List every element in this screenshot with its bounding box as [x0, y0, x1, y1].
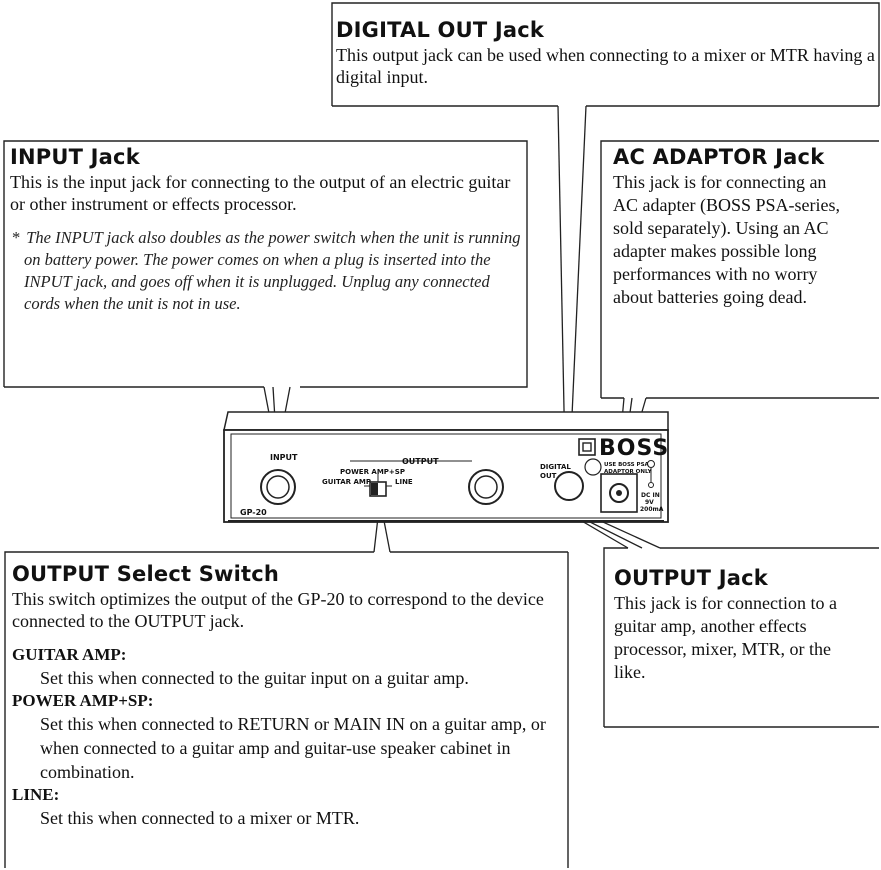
ac-adaptor-body: This jack is for connecting an AC adapte…	[613, 172, 840, 307]
output-jack-callout: OUTPUT Jack This jack is for connection …	[614, 566, 876, 724]
panel-dc-label-1: DC IN	[641, 492, 660, 499]
ac-adaptor-callout: AC ADAPTOR Jack This jack is for connect…	[613, 145, 877, 395]
option-term-guitar-amp: GUITAR AMP:	[12, 645, 127, 664]
panel-dc-label-3: 200mA	[640, 506, 664, 513]
input-note: *The INPUT jack also doubles as the powe…	[10, 227, 524, 315]
panel-adaptor-note-2: ADAPTOR ONLY	[604, 469, 653, 475]
panel-model-label: GP-20	[240, 508, 267, 517]
input-callout: INPUT Jack This is the input jack for co…	[10, 145, 524, 383]
digital-out-jack-icon	[554, 471, 584, 501]
panel-dc-label-2: 9V	[645, 499, 654, 506]
panel-output-label: OUTPUT	[402, 457, 439, 466]
panel-line-label: LINE	[395, 478, 413, 486]
option-term-power-amp: POWER AMP+SP:	[12, 691, 154, 710]
output-select-title: OUTPUT Select Switch	[12, 562, 280, 586]
ac-adaptor-title: AC ADAPTOR Jack	[613, 145, 825, 169]
input-title: INPUT Jack	[10, 145, 140, 169]
panel-adaptor-note-1: USE BOSS PSA	[604, 462, 650, 468]
option-term-line: LINE:	[12, 785, 60, 804]
input-body: This is the input jack for connecting to…	[10, 172, 511, 214]
output-select-body: This switch optimizes the output of the …	[12, 589, 544, 631]
panel-digital-label-1: DIGITAL	[540, 463, 571, 471]
digital-out-callout: DIGITAL OUT Jack This output jack can be…	[336, 18, 876, 102]
option-desc-guitar-amp: Set this when connected to the guitar in…	[40, 668, 469, 688]
polarity-icon	[647, 460, 655, 468]
panel-text: INPUT OUTPUT POWER AMP+SP GUITAR AMP LIN…	[240, 436, 669, 517]
rear-panel	[223, 411, 669, 523]
panel-guitar-amp-label: GUITAR AMP	[322, 478, 371, 486]
output-select-options: GUITAR AMP: Set this when connected to t…	[12, 644, 566, 830]
panel-power-amp-label: POWER AMP+SP	[340, 468, 405, 476]
boss-logo-icon	[578, 438, 596, 456]
panel-digital-label-2: OUT	[540, 472, 557, 480]
input-note-mark: *	[12, 228, 21, 247]
option-desc-power-amp: Set this when connected to RETURN or MAI…	[40, 714, 546, 782]
box-borders	[3, 2, 880, 868]
output-jack-title: OUTPUT Jack	[614, 566, 768, 590]
output-select-callout: OUTPUT Select Switch This switch optimiz…	[12, 562, 566, 866]
digital-out-body: This output jack can be used when connec…	[336, 45, 875, 87]
panel-brand: BOSS	[599, 436, 669, 461]
output-jack-body: This jack is for connection to a guitar …	[614, 593, 837, 682]
panel-input-label: INPUT	[270, 453, 298, 462]
adaptor-badge-icon	[584, 458, 602, 476]
input-note-text: The INPUT jack also doubles as the power…	[24, 228, 521, 313]
option-desc-line: Set this when connected to a mixer or MT…	[40, 808, 360, 828]
digital-out-title: DIGITAL OUT Jack	[336, 18, 545, 42]
